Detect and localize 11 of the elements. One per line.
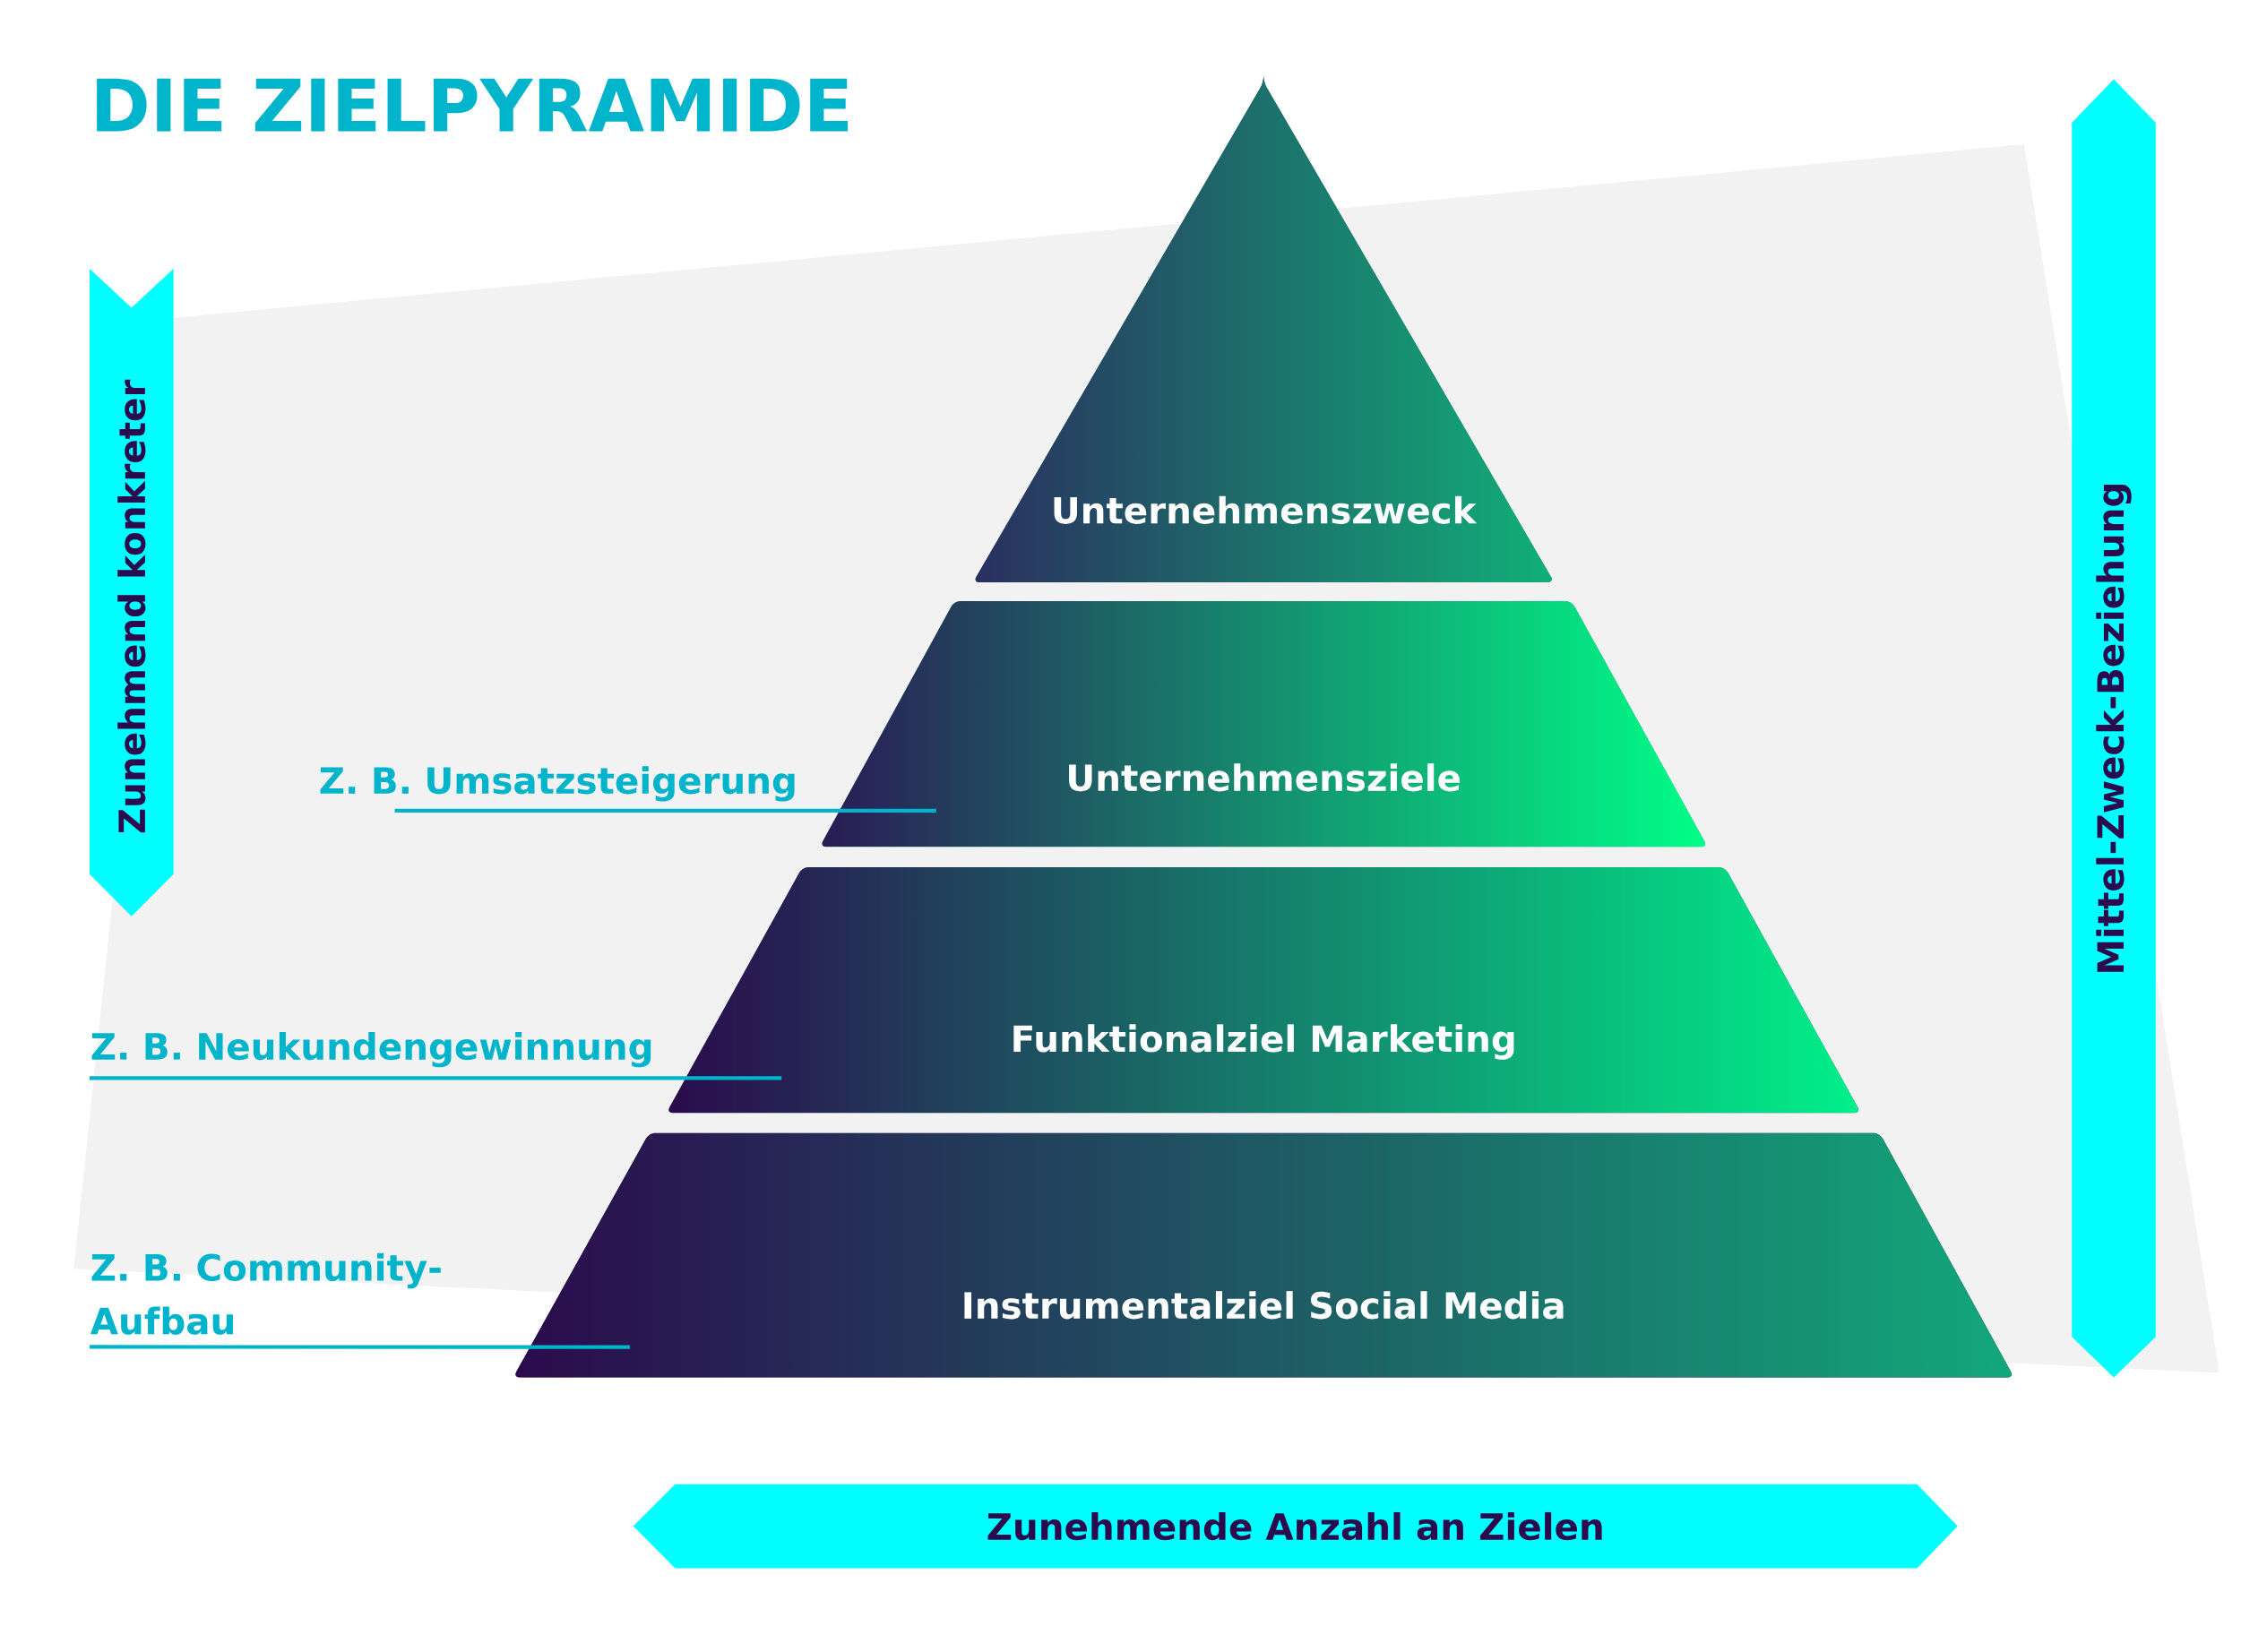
title: DIE ZIELPYRAMIDE: [97, 78, 849, 132]
pyramid-tier: Instrumentalziel Social Media: [515, 1132, 2012, 1378]
example-label: Z. B. Umsatzsteigerung: [320, 766, 795, 802]
leader-line: [90, 1345, 630, 1349]
arrow-band: Zunehmende Anzahl an Zielen: [633, 1484, 1958, 1569]
arrow-band: Zunehmend konkreter: [90, 268, 174, 916]
arrow-band: Mittel-Zweck-Beziehung: [2072, 79, 2156, 1378]
leader-line: [394, 808, 936, 813]
leader-line: [90, 1076, 782, 1080]
example-label: Z. B. Community-Aufbau: [90, 1252, 441, 1335]
example-label: Z. B. Neukundengewinnung: [91, 1031, 651, 1068]
